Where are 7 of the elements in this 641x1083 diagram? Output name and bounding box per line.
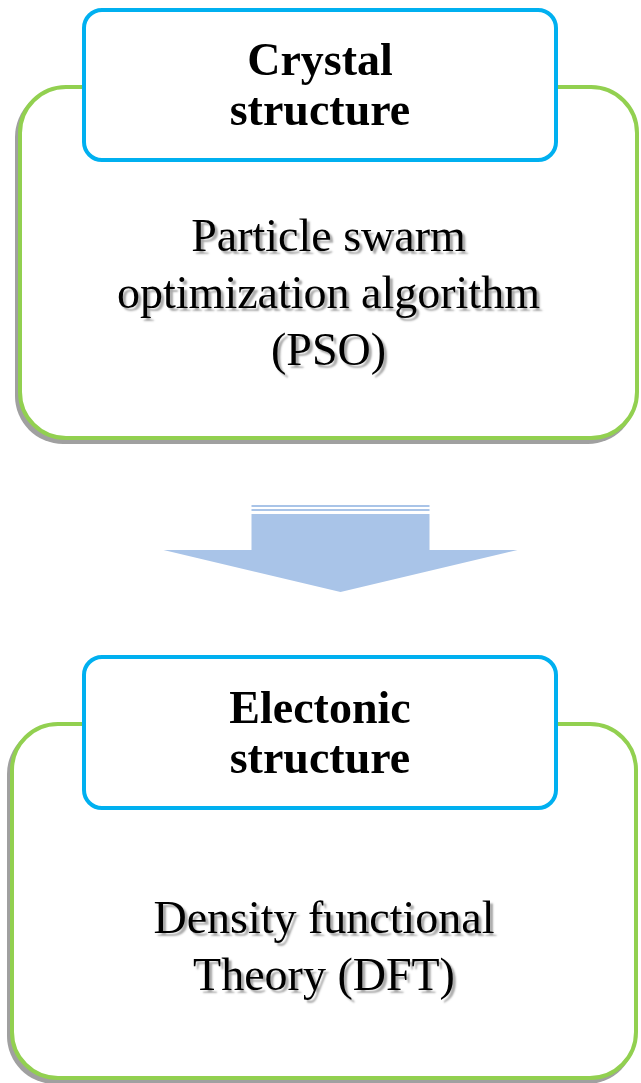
header-text: Crystal structure bbox=[228, 35, 412, 135]
header-text: Electonic structure bbox=[228, 682, 412, 783]
header-box bbox=[82, 655, 558, 810]
body-text: Particle swarm optimization algorithm (PSO) bbox=[116, 209, 541, 377]
body-text: Density functional Theory (DFT) bbox=[152, 891, 496, 1002]
header-box bbox=[82, 8, 558, 162]
block-arrow bbox=[163, 505, 518, 592]
